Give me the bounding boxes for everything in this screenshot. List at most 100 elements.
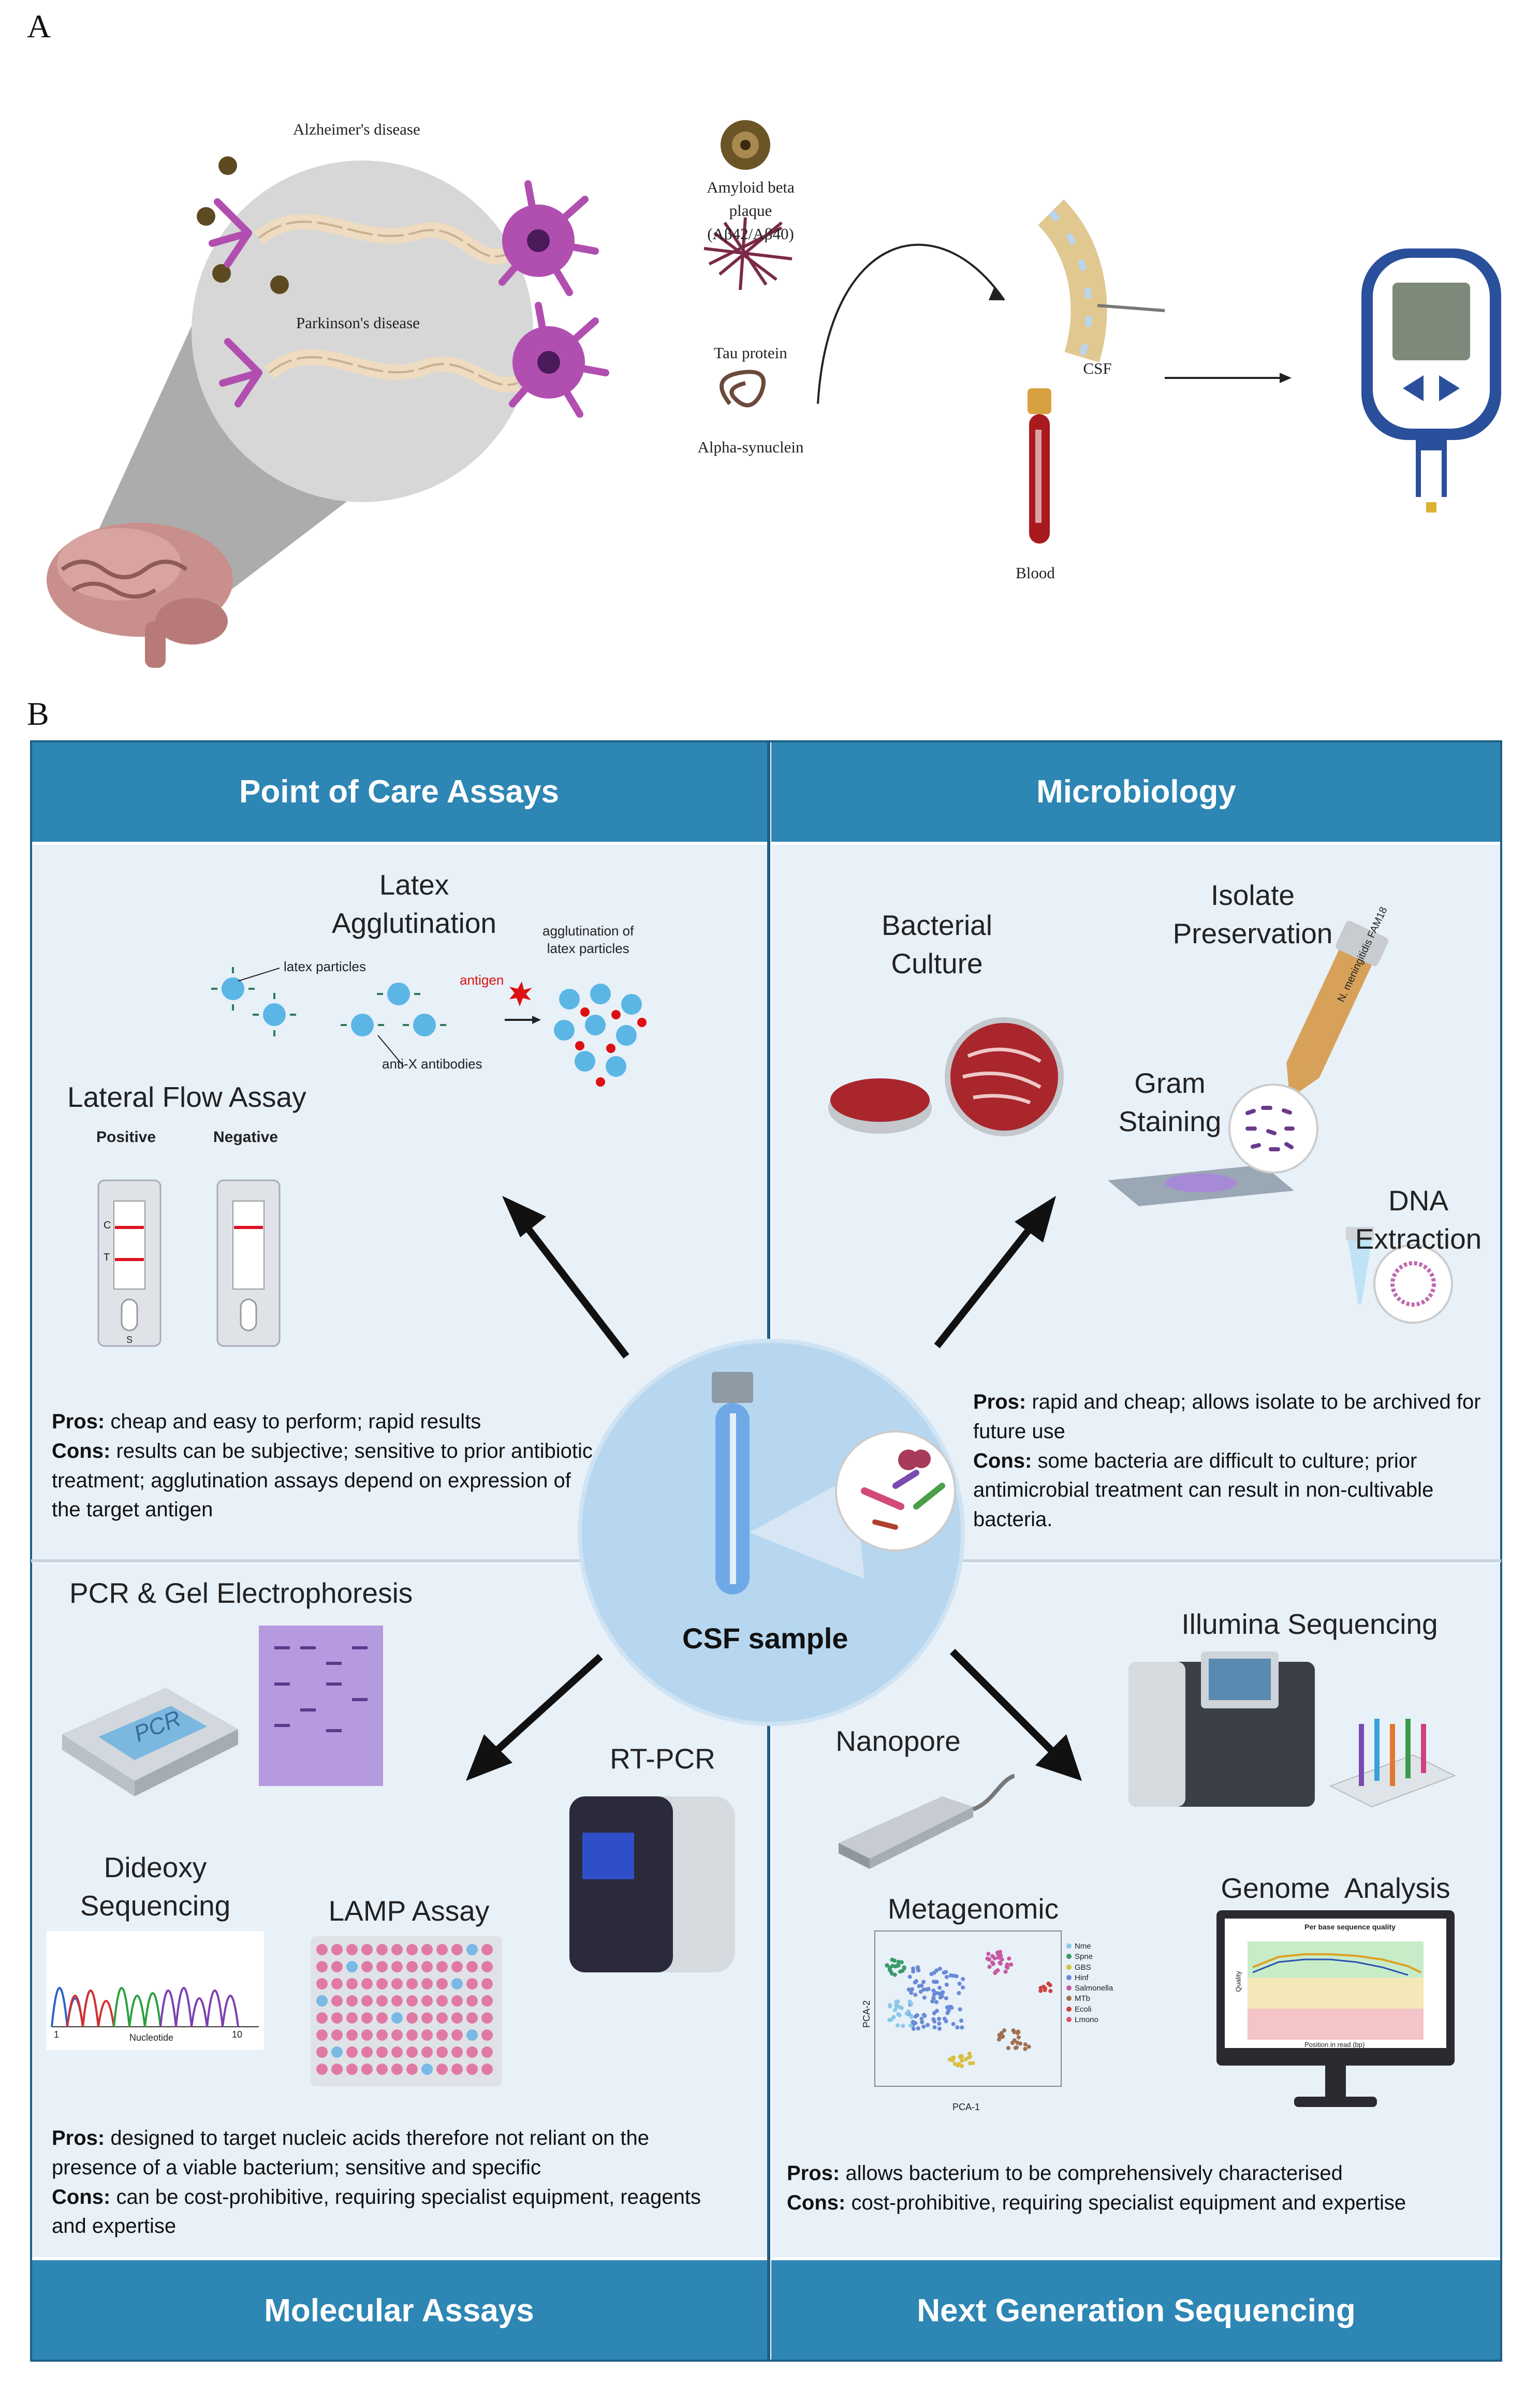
arrow-to-poc [502,1196,629,1359]
isolate-line2: Preservation [1172,917,1333,950]
monitor-x-label: Position in read (bp) [1304,2041,1365,2049]
ngs-proscons: Pros: allows bacterium to be comprehensi… [787,2159,1491,2218]
dideoxy-line1: Dideoxy [104,1851,207,1883]
molecular-header-text: Molecular Assays [264,2292,534,2329]
bacterial-culture-title: Bacterial Culture [839,906,1035,983]
legend-label: Lmono [1075,2015,1098,2024]
lamp-plate [311,1936,502,2086]
latex-title: Latex Agglutination [295,866,533,943]
ngs-cons-label: Cons: [787,2191,846,2214]
biomarker-icons [703,120,793,407]
poc-cons-text: results can be subjective; sensitive to … [52,1439,593,1521]
ngs-cons-text: cost-prohibitive, requiring specialist e… [845,2191,1406,2214]
nanopore-device-icon [839,1774,1015,1869]
pca-y-label: PCA-2 [861,2000,872,2028]
strip-s-label: S [126,1335,133,1345]
bacterial-line2: Culture [891,947,983,980]
pca-legend-entry: MTb [1066,1994,1113,2004]
legend-label: GBS [1075,1963,1091,1972]
arrow-to-ngs [950,1649,1082,1781]
chromatogram [47,1931,264,2050]
positive-label: Positive [96,1129,156,1146]
bacteria-magnifier-icon [835,1430,956,1552]
gram-staining-title: Gram Staining [1087,1064,1253,1141]
strip-t-label: T [104,1252,110,1263]
poc-proscons: Pros: cheap and easy to perform; rapid r… [52,1407,600,1525]
spine-icon [1037,199,1165,363]
ngs-pros-label: Pros: [787,2162,840,2185]
latex-agglutination-illustration [211,967,647,1087]
metagenomic-title: Metagenomic [887,1893,1059,1925]
amyloid-caption: Amyloid beta plaque (Aβ42/Aβ40) [663,176,839,246]
micro-cons-label: Cons: [973,1449,1032,1472]
amyloid-line1: Amyloid beta [707,178,795,196]
sequencer-icon [1128,1651,1315,1807]
rtpcr-title: RT-PCR [610,1743,715,1775]
brain-icon [47,523,233,668]
pcr-title: PCR & Gel Electrophoresis [69,1577,413,1609]
csf-sample-circle [578,1339,965,1726]
dideoxy-title: Dideoxy Sequencing [57,1848,254,1925]
pcr-illustration [62,1626,383,1796]
molecular-header: Molecular Assays [31,2260,767,2361]
positive-strip [97,1179,162,1347]
legend-label: Salmonella [1075,1984,1113,1993]
latex-title-line1: Latex [379,869,449,901]
legend-swatch [1066,1974,1072,1980]
sampling-illustration [817,199,1501,544]
pcr-machine-icon [62,1688,238,1796]
legend-swatch [1066,2006,1072,2012]
panel-b-letter: B [27,695,49,732]
petri-dish-icon [828,1078,932,1134]
agglutination-line1: agglutination of [542,923,634,939]
latex-title-line2: Agglutination [331,907,497,940]
molecular-cons-label: Cons: [52,2185,111,2208]
meter-device-icon [1361,248,1501,513]
arrow-to-microbiology [934,1196,1056,1349]
chrom-axis: Nucleotide [129,2032,174,2043]
csf-caption: CSF [1083,359,1112,377]
pca-legend-entry: GBS [1066,1963,1113,1973]
molecular-pros-label: Pros: [52,2127,105,2149]
illumina-title: Illumina Sequencing [1181,1608,1438,1640]
alzheimers-label: Alzheimer's disease [293,120,420,138]
legend-label: Ecoli [1075,2004,1092,2014]
chrom-end: 10 [232,2029,243,2040]
genome-title: Genome Analysis [1221,1872,1450,1904]
genome-monitor-icon [1216,1910,1455,2107]
isolate-preservation-title: Isolate Preservation [1154,876,1351,953]
rtpcr-machine-icon [569,1796,735,1972]
monitor-title: Per base sequence quality [1304,1923,1396,1931]
lateral-flow-strips [97,1179,281,1347]
frame-right [1500,740,1502,2362]
micro-cons-text: some bacteria are difficult to culture; … [973,1449,1434,1531]
frame-bottom [30,2360,1502,2362]
latex-particles-label: latex particles [284,959,366,974]
frame-left [30,740,32,2362]
molecular-cons-text: can be cost-prohibitive, requiring speci… [52,2185,701,2238]
pca-legend-entry: Spne [1066,1952,1113,1962]
gram-line2: Staining [1118,1105,1222,1138]
isolate-line1: Isolate [1210,879,1295,911]
legend-swatch [1066,2016,1072,2022]
poc-header-text: Point of Care Assays [239,773,559,810]
poc-cons-label: Cons: [52,1439,111,1462]
dna-line2: Extraction [1355,1223,1482,1255]
negative-label: Negative [213,1129,278,1146]
dna-line1: DNA [1388,1184,1449,1217]
poc-header: Point of Care Assays [31,741,767,842]
legend-label: Hinf [1075,1973,1089,1982]
parkinsons-label: Parkinson's disease [296,314,420,332]
amyloid-line3: (Aβ42/Aβ40) [707,224,794,243]
culture-plate-icon [945,1017,1064,1136]
alpha-synuclein-icon [720,370,766,407]
pca-legend-entry: Ecoli [1066,2004,1113,2015]
pca-x-label: PCA-1 [952,2102,980,2112]
microbiology-illustration [828,920,1453,1324]
strip-c-label: C [104,1220,111,1231]
molecular-pros-text: designed to target nucleic acids therefo… [52,2127,650,2179]
poc-pros-text: cheap and easy to perform; rapid results [105,1410,481,1433]
dna-extraction-title: DNA Extraction [1336,1181,1501,1259]
flowcell-icon [1329,1719,1456,1808]
